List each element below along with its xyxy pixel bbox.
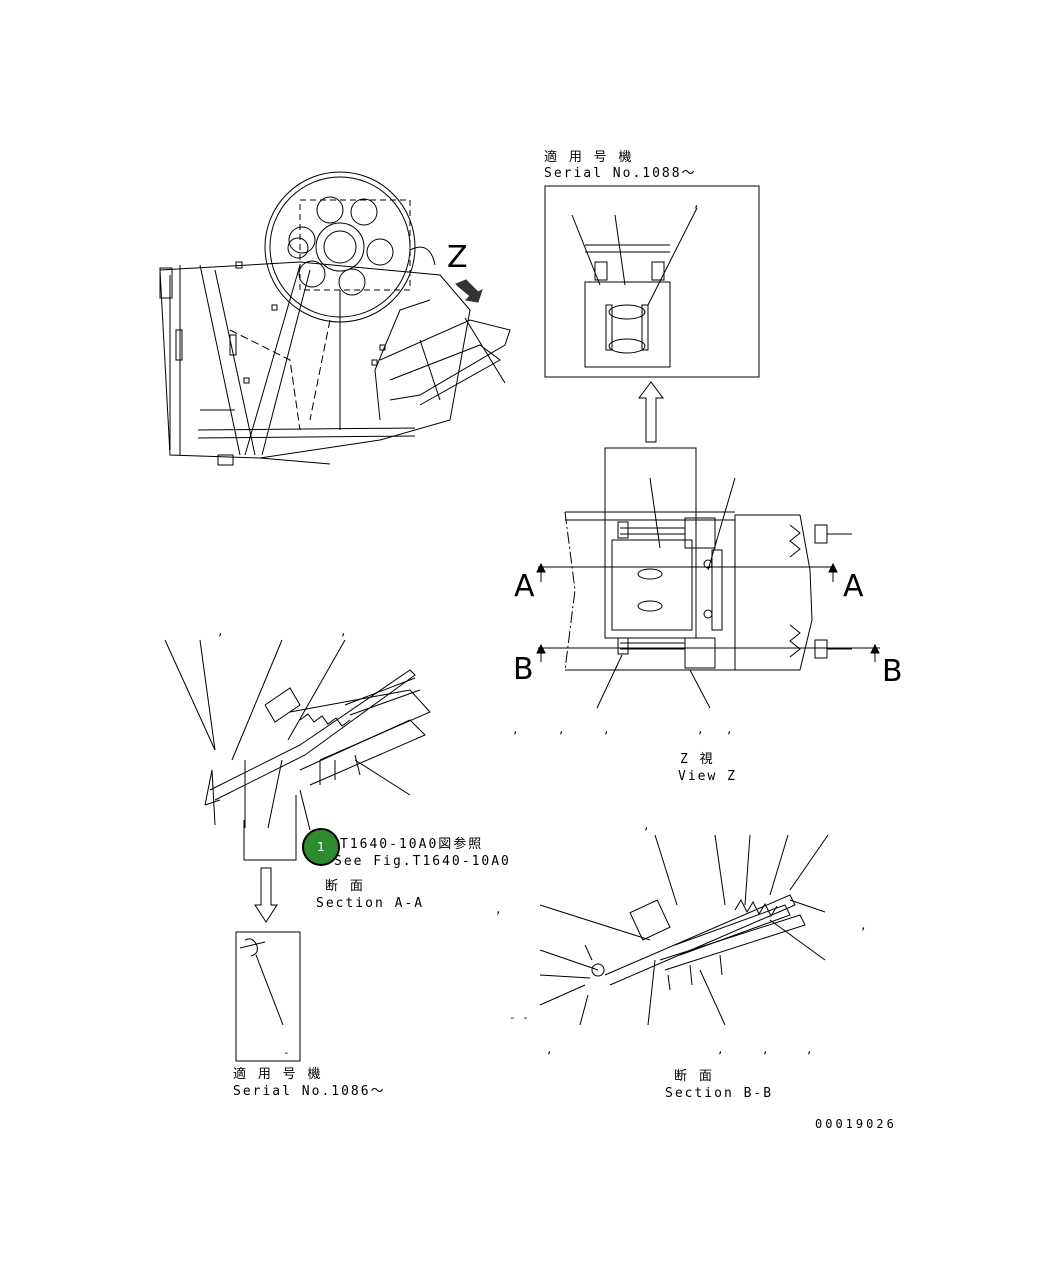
drawing-number: 00019026: [815, 1117, 897, 1131]
comma-mark: ,: [643, 819, 650, 832]
view-z-label-en: View Z: [678, 769, 737, 784]
comma-mark: ,: [762, 1043, 769, 1056]
view-z-up-arrow: [638, 381, 664, 443]
section-a-down-arrow: [254, 867, 278, 923]
see-fig-label-jp: T1640-10A0図参照: [340, 837, 484, 852]
section-b-left-label: B: [513, 652, 534, 687]
comma-mark: ,: [340, 625, 347, 638]
comma-mark: ,: [603, 723, 610, 736]
section-a-a: [164, 639, 431, 861]
z-arrow-letter: Z: [447, 240, 468, 275]
plan-view: [538, 447, 880, 709]
view-z-label-jp: Z 視: [680, 752, 715, 767]
dash-mark: -: [283, 1046, 290, 1059]
section-a-right-label: A: [843, 569, 864, 604]
section-b-right-label: B: [882, 654, 903, 689]
callout-badge[interactable]: 1: [302, 828, 340, 866]
section-bb-label-jp: 断 面: [674, 1069, 714, 1084]
aa-serial-label-jp: 適 用 号 機: [233, 1067, 323, 1082]
comma-mark: ,: [546, 1043, 553, 1056]
comma-mark: ,: [717, 1043, 724, 1056]
flywheel-hub: [315, 222, 365, 272]
comma-mark: ,: [693, 197, 700, 210]
z-serial-label-jp: 適 用 号 機: [544, 150, 634, 165]
machine-side-view: [159, 171, 511, 466]
double-dash-mark: - -: [509, 1011, 529, 1024]
serial-1086-inset: [235, 931, 301, 1062]
comma-mark: ,: [217, 625, 224, 638]
comma-mark: ,: [860, 919, 867, 932]
comma-mark: ,: [806, 1043, 813, 1056]
comma-mark: ,: [558, 723, 565, 736]
comma-mark: ,: [697, 723, 704, 736]
section-bb-label-en: Section B-B: [665, 1086, 774, 1101]
section-aa-label-en: Section A-A: [316, 896, 425, 911]
section-a-left-label: A: [514, 569, 535, 604]
comma-mark: ,: [512, 723, 519, 736]
z-direction-arrow: [455, 279, 483, 303]
see-fig-label-en: See Fig.T1640-10A0: [334, 854, 511, 869]
comma-mark: ,: [495, 903, 502, 916]
z-serial-label-en: Serial No.1088～: [544, 166, 697, 181]
comma-mark: ,: [726, 723, 733, 736]
view-z-detail: [544, 185, 760, 378]
aa-serial-label-en: Serial No.1086～: [233, 1084, 386, 1099]
section-aa-label-jp: 断 面: [325, 879, 365, 894]
section-b-b: [539, 834, 829, 1026]
